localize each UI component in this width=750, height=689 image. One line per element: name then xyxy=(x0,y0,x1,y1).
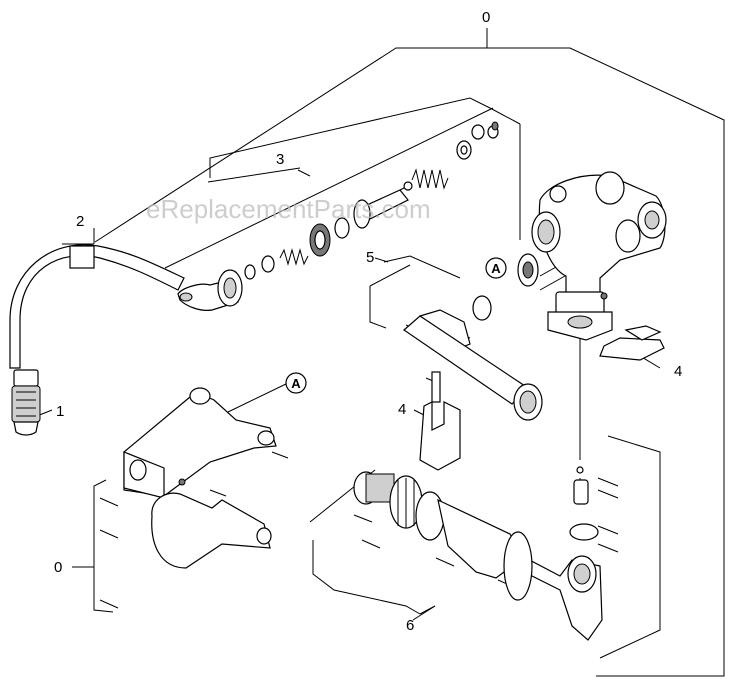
svg-text:A: A xyxy=(291,376,301,391)
valve-housing xyxy=(517,171,667,341)
assembly-3-bracket xyxy=(164,97,521,269)
watermark: eReplacementParts.com xyxy=(146,194,431,224)
mounting-bracket xyxy=(123,387,277,569)
callout-2: 2 xyxy=(76,213,84,230)
svg-text:A: A xyxy=(491,261,501,276)
valve-internals-part-3 xyxy=(177,121,499,311)
clip-part-4-right xyxy=(599,325,665,361)
callout-0-top: 0 xyxy=(482,9,490,26)
outlet-assembly-part-6 xyxy=(353,466,603,641)
callout-1: 1 xyxy=(56,403,64,420)
clip-part-4-mid xyxy=(419,401,461,471)
assembly-5-bracket xyxy=(369,255,461,329)
callout-4-right: 4 xyxy=(674,363,682,380)
callout-4-mid: 4 xyxy=(398,401,406,418)
reference-mark-a-upper: A xyxy=(485,257,507,279)
callout-0-left: 0 xyxy=(54,559,62,576)
assembly-0-left-bracket xyxy=(72,479,114,613)
assembly-0-bracket xyxy=(94,28,725,677)
strainer-part-1 xyxy=(11,369,41,436)
callout-5: 5 xyxy=(366,249,374,266)
inlet-pipe-part-5 xyxy=(403,295,543,421)
reference-mark-a-lower: A xyxy=(285,372,307,394)
callout-3: 3 xyxy=(276,151,284,168)
callout-6: 6 xyxy=(406,617,414,634)
hose-part-2 xyxy=(9,244,185,369)
